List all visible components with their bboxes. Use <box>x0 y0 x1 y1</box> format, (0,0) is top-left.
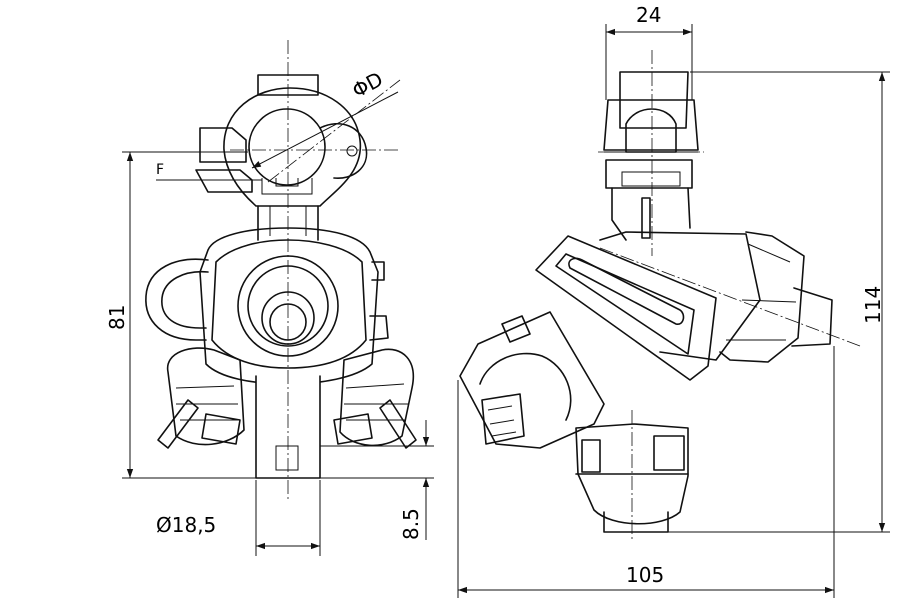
label-f: F <box>156 162 164 178</box>
front-dimensions <box>122 91 434 556</box>
label-114: 114 <box>861 286 885 324</box>
label-105: 105 <box>626 563 664 587</box>
side-dimensions <box>457 24 890 598</box>
side-view <box>459 50 861 540</box>
label-24: 24 <box>636 3 661 27</box>
label-diameter-d: ΦD <box>348 67 387 103</box>
front-view <box>145 40 417 500</box>
label-81: 81 <box>105 305 129 330</box>
label-8-5: 8.5 <box>399 508 423 540</box>
label-outlet-diameter: Ø18,5 <box>156 513 216 537</box>
